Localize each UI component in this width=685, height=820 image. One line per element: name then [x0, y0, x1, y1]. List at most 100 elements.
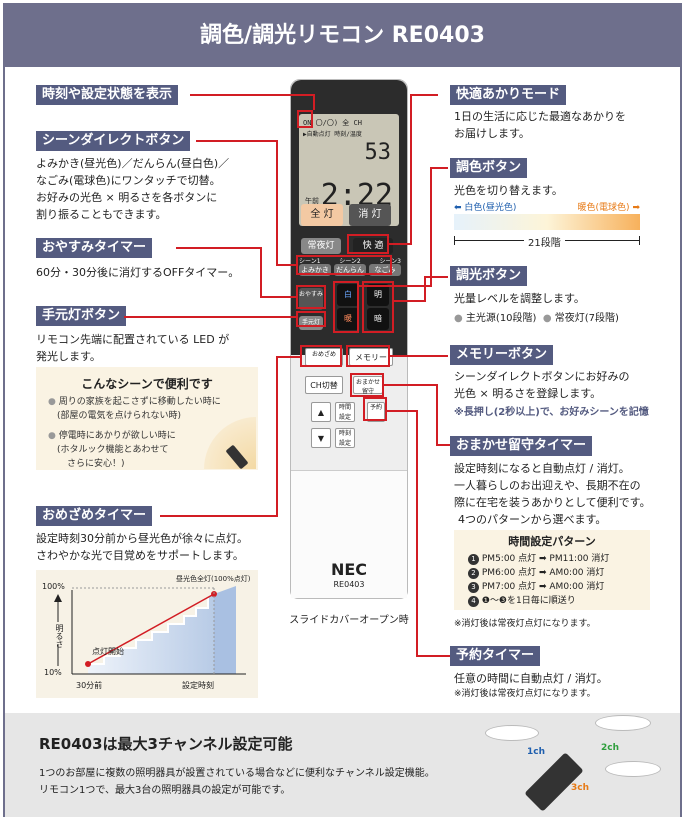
time-set-button[interactable]: 時間 設定	[335, 402, 355, 422]
all-on-button[interactable]: 全 灯	[301, 204, 343, 226]
hand-highlight	[296, 311, 326, 327]
remote-brand: NEC	[330, 560, 368, 579]
chart-start-label: 点灯開始	[92, 647, 124, 656]
channel-title: RE0403は最大3チャンネル設定可能	[39, 735, 293, 753]
clock-set-button[interactable]: 時刻 設定	[335, 428, 355, 448]
wake-timer-text: 設定時刻30分前から昼光色が徐々に点灯。 さわやかな光で目覚めをサポートします。	[36, 532, 248, 562]
warm-button[interactable]: 暖	[337, 308, 359, 330]
pattern-row: 4 ❶〜❸を1日毎に順送り	[468, 594, 609, 608]
up-button[interactable]: ▲	[311, 402, 331, 422]
comfort-mode-label: 快適あかりモード	[450, 85, 567, 105]
ch2-label: 2ch	[601, 743, 620, 753]
comfort-highlight	[347, 234, 389, 254]
connector-line	[410, 94, 412, 244]
connector-line	[436, 384, 438, 446]
pattern-row: 2 PM6:00 点灯 ➡ AM0:00 消灯	[468, 566, 609, 580]
reserve-note: ※消灯後は常夜灯点灯になります。	[454, 689, 596, 699]
ch-switch-button[interactable]: CH切替	[305, 376, 343, 394]
white-button[interactable]: 白	[337, 284, 359, 306]
remote-caption: スライドカバーオープン時	[289, 615, 409, 626]
connector-line	[260, 247, 262, 297]
ch3-label: 3ch	[571, 783, 590, 793]
comfort-button[interactable]: 快 適	[353, 238, 393, 254]
wake-timer-label: おめざめタイマー	[36, 506, 153, 526]
connector-line	[124, 316, 296, 318]
chart-y-label: 明るさ	[55, 624, 64, 648]
down-button[interactable]: ▼	[311, 428, 331, 448]
lcd-highlight	[297, 110, 313, 128]
reserve-timer-text: 任意の時間に自動点灯 / 消灯。	[454, 672, 608, 685]
color-button-text: 光色を切り替えます。	[454, 184, 563, 197]
connector-line	[176, 247, 262, 249]
connector-line	[410, 94, 438, 96]
slide-cover[interactable]	[291, 470, 407, 598]
scene-highlight	[296, 255, 392, 275]
wake-highlight	[300, 345, 342, 367]
channel-text: 1つのお部屋に複数の照明器具が設置されている場合などに便利なチャンネル設定機能。…	[39, 768, 435, 796]
remote-top: ON 〇/〇) 全 CH ▶自動点灯 時刻/温度 53 午前 2:22 全 灯 …	[291, 80, 407, 355]
connector-line	[436, 444, 452, 446]
chart-end-label: 昼光色全灯(100%点灯)	[176, 575, 251, 583]
memory-button-text: シーンダイレクトボタンにお好みの 光色 × 明るさを登録します。	[454, 370, 630, 400]
convenient-title: こんなシーンで便利です	[81, 377, 213, 391]
connector-line	[416, 410, 418, 656]
connector-line	[384, 384, 436, 386]
sleep-button[interactable]: おやすみ	[299, 288, 323, 310]
connector-line	[424, 276, 448, 278]
convenient-panel: こんなシーンで便利です ● 周りの家族を起こさずに移動したい時に (部屋の電気を…	[36, 367, 258, 470]
lcd-am: 午前	[305, 197, 319, 205]
connector-line	[424, 276, 426, 302]
comfort-mode-text: 1日の生活に応じた最適なあかりを お届けします。	[454, 110, 626, 140]
pattern-title: 時間設定パターン	[508, 535, 596, 548]
color-gradient-bar	[454, 214, 640, 230]
channel-remote-icon	[524, 752, 584, 812]
connector-line	[389, 243, 412, 245]
connector-line	[276, 356, 278, 517]
reserve-timer-label: 予約タイマー	[450, 646, 541, 666]
night-light-button[interactable]: 常夜灯	[301, 238, 341, 254]
remote-model: RE0403	[333, 580, 365, 589]
color-left-label: 白色(昼光色)	[464, 203, 517, 213]
clock-label: 時刻や設定状態を表示	[36, 85, 179, 105]
bright-button[interactable]: 明	[367, 284, 389, 306]
steps-label: 21段階	[524, 234, 565, 249]
lcd-temp: 53	[364, 140, 392, 165]
connector-line	[416, 655, 452, 657]
connector-line	[430, 167, 432, 285]
connector-line	[160, 515, 278, 517]
sleep-timer-label: おやすみタイマー	[36, 238, 153, 258]
arrow-left-icon: ⬅	[454, 203, 462, 213]
connector-line	[196, 140, 278, 142]
pattern-panel: 時間設定パターン 1 PM5:00 点灯 ➡ PM11:00 消灯 2 PM6:…	[454, 530, 650, 610]
steps-bar: 21段階	[454, 234, 640, 249]
dimmer-notes: ● 主光源(10段階) ● 常夜灯(7段階)	[454, 313, 619, 324]
connector-line	[276, 140, 278, 265]
color-scale: ⬅ 白色(昼光色) 暖色(電球色) ➡	[454, 200, 640, 213]
dimmer-button-text: 光量レベルを調整します。	[454, 292, 585, 305]
dimmer-button-label: 調光ボタン	[450, 266, 528, 286]
lcd-sub-row: ▶自動点灯 時刻/温度	[303, 131, 362, 138]
chart-y-bottom: 10%	[44, 668, 62, 677]
lcd-top-row: ON 〇/〇) 全 CH	[303, 119, 362, 127]
chart-y-top: 100%	[42, 582, 65, 591]
sleep-timer-text: 60分・30分後に消灯するOFFタイマー。	[36, 266, 240, 279]
chart-x-right: 設定時刻	[182, 681, 214, 690]
pattern-row: 1 PM5:00 点灯 ➡ PM11:00 消灯	[468, 552, 609, 566]
reserve-button[interactable]: 予約	[367, 402, 385, 422]
dark-button[interactable]: 暗	[367, 308, 389, 330]
page-title: 調色/調光リモコン RE0403	[5, 5, 680, 67]
connector-line	[276, 356, 300, 358]
remote-control: ON 〇/〇) 全 CH ▶自動点灯 時刻/温度 53 午前 2:22 全 灯 …	[290, 79, 408, 599]
hand-light-label: 手元灯ボタン	[36, 306, 127, 326]
convenient-list: ● 周りの家族を起こさずに移動したい時に (部屋の電気を点けられない時) ● 停…	[48, 397, 221, 469]
reserve-highlight	[363, 397, 387, 421]
connector-line	[430, 167, 448, 169]
chart-x-left: 30分前	[76, 681, 103, 690]
color-button-label: 調色ボタン	[450, 158, 528, 178]
connector-line	[313, 94, 315, 110]
off-button[interactable]: 消 灯	[349, 204, 391, 226]
hand-light-text: リモコン先端に配置されている LED が 発光します。	[36, 333, 230, 363]
connector-line	[390, 355, 448, 357]
ch1-label: 1ch	[527, 747, 546, 757]
sleep-highlight	[296, 285, 326, 309]
